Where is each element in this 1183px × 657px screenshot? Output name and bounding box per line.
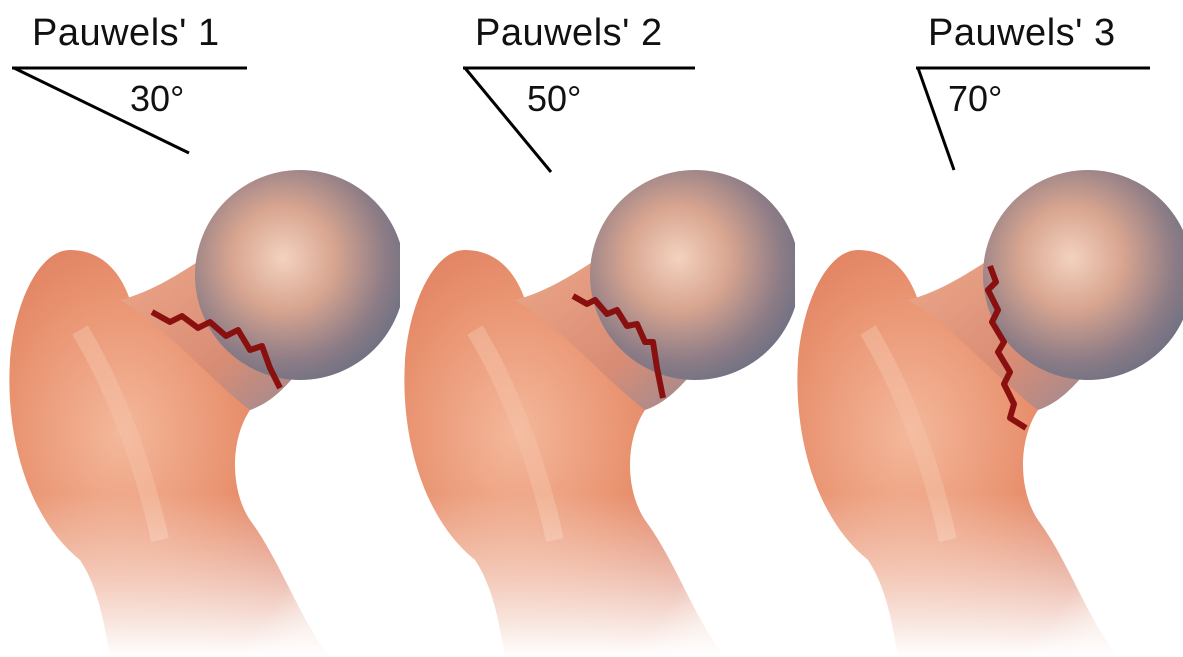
pauwels-3-panel: Pauwels' 3 70° (788, 0, 1183, 657)
angle-label: 70° (948, 78, 1002, 120)
pauwels-1-panel: Pauwels' 1 30° (0, 0, 400, 657)
angle-label: 50° (527, 78, 581, 120)
panel-title: Pauwels' 2 (475, 12, 663, 55)
femur-illustration (395, 0, 795, 657)
panel-title: Pauwels' 1 (32, 12, 220, 55)
angle-label: 30° (130, 78, 184, 120)
femur-illustration (0, 0, 400, 657)
pauwels-2-panel: Pauwels' 2 50° (395, 0, 795, 657)
panel-title: Pauwels' 3 (928, 12, 1116, 55)
